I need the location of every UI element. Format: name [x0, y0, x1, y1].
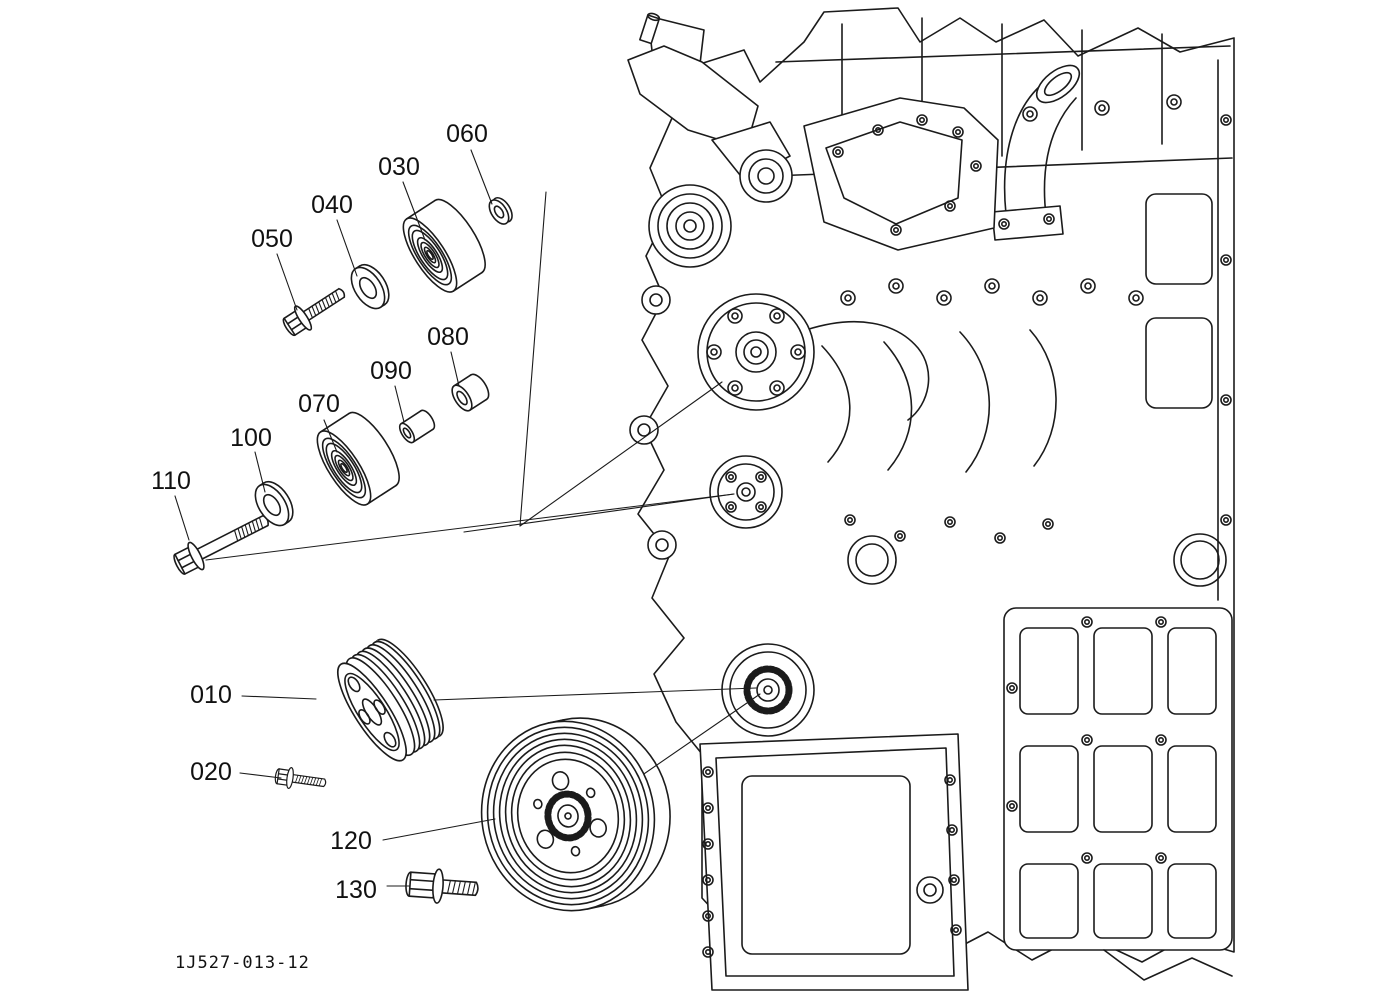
explosion-axis-lines	[205, 191, 761, 779]
callout-130[interactable]: 130	[335, 876, 377, 904]
part-bolt-020	[273, 764, 328, 795]
callout-110[interactable]: 110	[151, 467, 191, 495]
engine-block-drawing	[627, 7, 1235, 991]
gear-case-plate	[803, 97, 999, 251]
callout-040[interactable]: 040	[311, 191, 353, 219]
callout-090[interactable]: 090	[370, 357, 412, 385]
part-washer-040	[343, 258, 397, 316]
part-idler-pulley-070	[307, 404, 410, 514]
leader-lines	[174, 149, 496, 887]
callout-020[interactable]: 020	[190, 758, 232, 786]
part-idler-pulley-030	[393, 191, 496, 301]
callout-100[interactable]: 100	[230, 424, 272, 452]
callout-050[interactable]: 050	[251, 225, 293, 253]
part-washer-100	[247, 475, 301, 533]
bottom-feet	[1103, 949, 1233, 981]
callout-labels: 010 020 030 040 050 060 070 080 090 100 …	[151, 120, 488, 904]
block-ribs	[821, 278, 1144, 585]
part-collar-090	[398, 409, 436, 444]
part-fan-pulley-010	[337, 638, 444, 762]
callout-030[interactable]: 030	[378, 153, 420, 181]
water-outlet-pipe	[991, 64, 1081, 241]
callout-120[interactable]: 120	[330, 827, 372, 855]
tensioner-assembly	[627, 12, 793, 268]
callout-010[interactable]: 010	[190, 681, 232, 709]
callout-080[interactable]: 080	[427, 323, 469, 351]
water-pump	[697, 293, 930, 421]
callout-060[interactable]: 060	[446, 120, 488, 148]
part-bolt-110	[169, 505, 275, 580]
part-crank-pulley-120	[480, 717, 671, 912]
diagram-code: 1J527-013-12	[175, 953, 310, 973]
exploded-parts	[169, 191, 671, 912]
part-collar-080	[451, 373, 490, 412]
oil-pan	[699, 733, 969, 991]
crankshaft-nose	[721, 643, 815, 737]
crankcase-webs	[1003, 607, 1233, 951]
mounting-ears	[629, 285, 677, 560]
block-openings	[1145, 59, 1232, 601]
part-bolt-130	[405, 868, 479, 904]
callout-070[interactable]: 070	[298, 390, 340, 418]
fan-drive-hub	[709, 455, 783, 529]
